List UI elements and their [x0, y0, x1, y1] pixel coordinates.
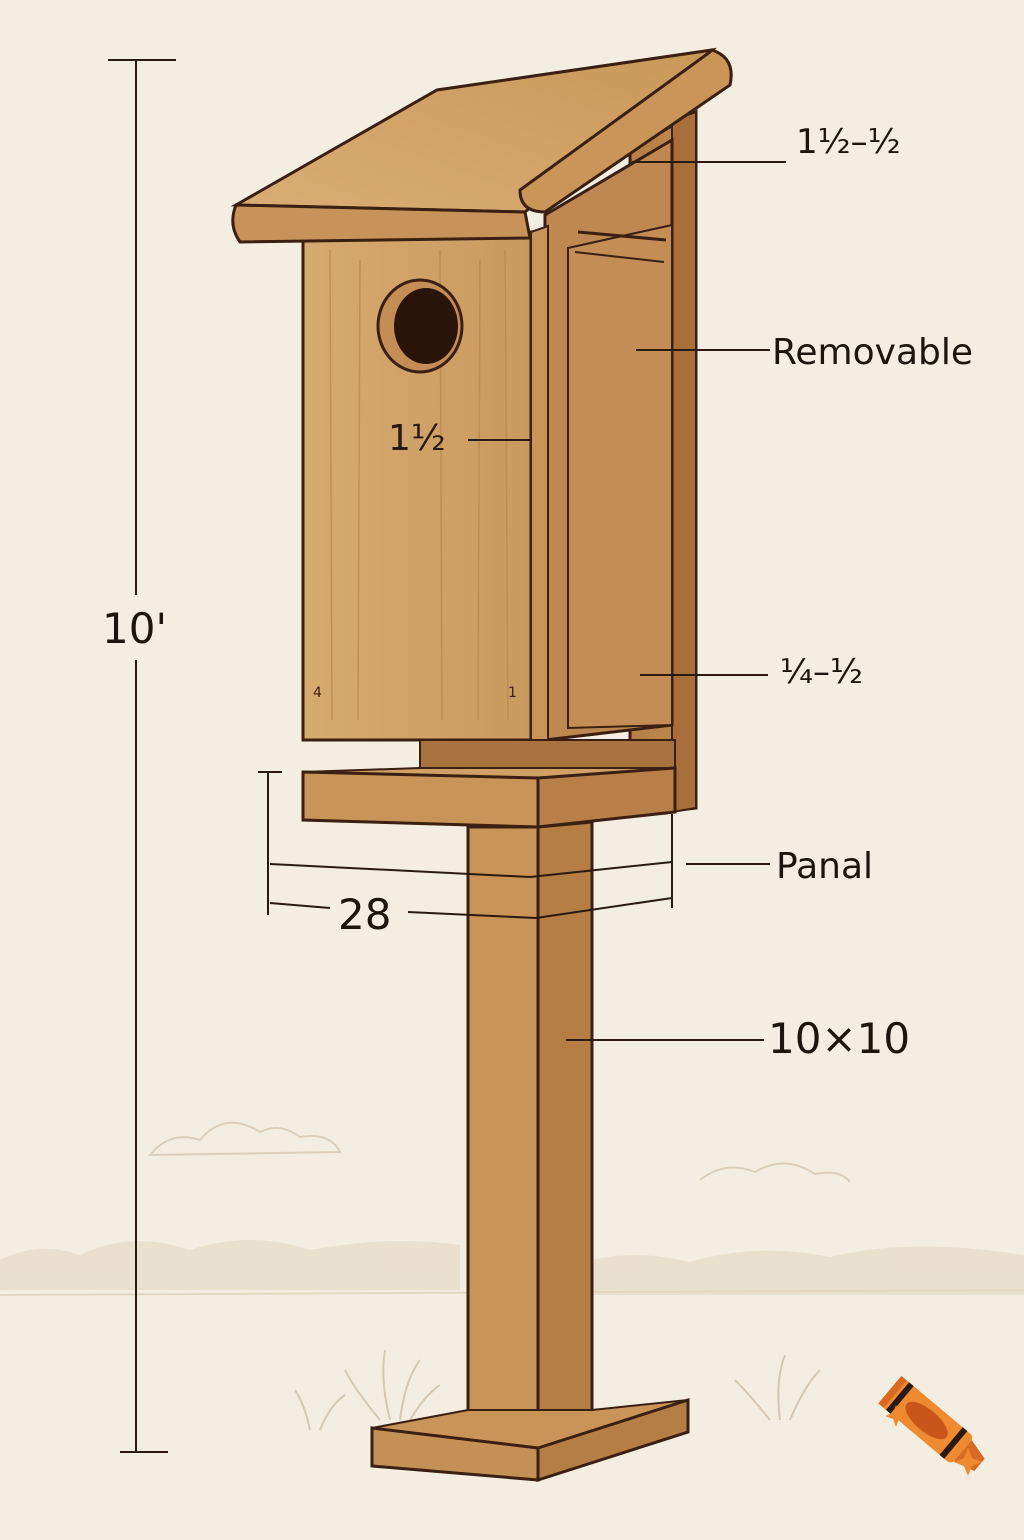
background-landscape: [0, 1121, 1024, 1431]
panel-label: Panal: [776, 846, 874, 887]
svg-text:1: 1: [508, 685, 517, 701]
entrance-hole-label: 1½: [388, 418, 446, 459]
sparkle-icon: [885, 1405, 907, 1427]
removable-panel-label: Removable: [772, 332, 974, 373]
svg-text:4: 4: [313, 685, 322, 701]
roof-overhang-label: 1½–½: [796, 122, 901, 162]
platform: [301, 739, 677, 829]
annotation-lines: [258, 161, 786, 1041]
base: [370, 1397, 690, 1483]
removable-side-panel: [543, 137, 674, 742]
total-height-label: 10': [102, 600, 167, 657]
box-front: 4 1: [301, 224, 549, 742]
side-gap-label: ¼–½: [780, 652, 863, 692]
height-dimension-line: [108, 59, 176, 1453]
sparkle-icon: [954, 1448, 982, 1476]
roof: [230, 47, 733, 244]
post-size-label: 10×10: [768, 1014, 911, 1063]
platform-width-label: 28: [338, 890, 392, 939]
